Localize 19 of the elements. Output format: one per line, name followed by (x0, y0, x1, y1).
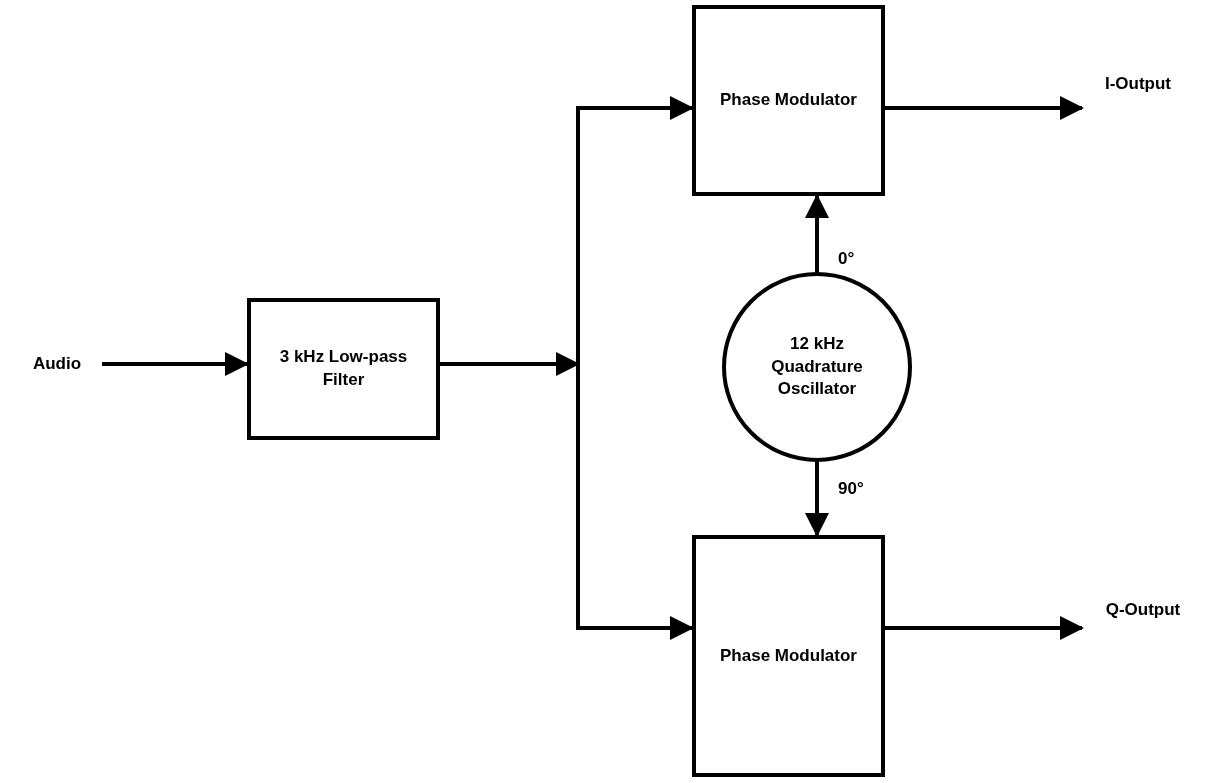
block-text: I-Output (1104, 72, 1172, 95)
block-box (247, 298, 440, 440)
block-text: Q-Output (1105, 598, 1181, 621)
block-text: 3 kHz Low-pass Filter (278, 346, 409, 391)
arrow (805, 462, 829, 537)
edge-label: 0° (836, 250, 857, 267)
arrow (805, 194, 829, 272)
arrow (885, 616, 1084, 640)
block-text: Phase Modulator (719, 644, 858, 667)
block-box (692, 5, 885, 196)
edge-label: 90° (836, 480, 866, 497)
arrow (576, 364, 694, 640)
block-text: Phase Modulator (719, 89, 858, 112)
arrow (102, 352, 249, 376)
block-text: Audio (32, 352, 82, 375)
block-text: 12 kHz Quadrature Oscillator (770, 332, 864, 401)
arrow (885, 96, 1084, 120)
block-box (692, 535, 885, 777)
arrow (576, 96, 694, 364)
